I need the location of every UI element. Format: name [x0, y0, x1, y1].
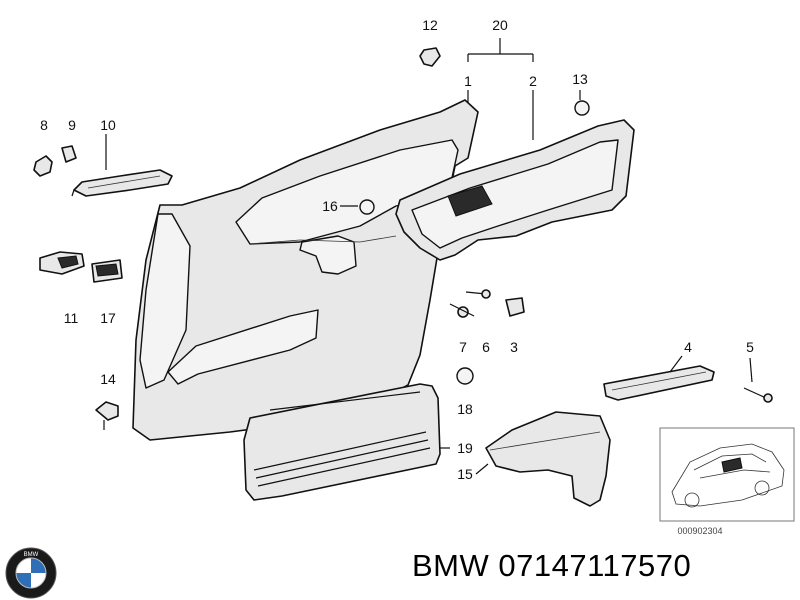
callout-8: 8: [40, 117, 48, 133]
callout-5: 5: [746, 339, 754, 355]
part-number: 07147117570: [498, 548, 692, 583]
callout-15: 15: [457, 466, 473, 482]
storage-compartment: [485, 411, 611, 507]
callout-20: 20: [492, 17, 508, 33]
car-location-inset: 000902304: [659, 427, 795, 536]
callout-14: 14: [100, 371, 116, 387]
callout-3: 3: [510, 339, 518, 355]
armrest-grab-handle: [395, 119, 635, 261]
callout-4: 4: [684, 339, 692, 355]
small-fittings: [33, 47, 773, 430]
callout-13: 13: [572, 71, 588, 87]
callout-17: 17: [100, 310, 116, 326]
part-title: BMW 07147117570: [412, 548, 691, 584]
callout-7: 7: [459, 339, 467, 355]
callout-16: 16: [322, 198, 338, 214]
callout-9: 9: [68, 117, 76, 133]
callout-6: 6: [482, 339, 490, 355]
callout-11: 11: [64, 310, 79, 326]
door-trim-panel: [132, 99, 479, 441]
bmw-logo-icon: BMW: [5, 547, 57, 599]
bracket: [71, 169, 173, 197]
leader-lines: [105, 38, 753, 475]
callout-1: 1: [464, 73, 472, 89]
callout-18: 18: [457, 401, 473, 417]
door-pocket: [243, 383, 441, 501]
callout-12: 12: [422, 17, 438, 33]
inset-reference-code: 000902304: [677, 526, 722, 536]
brand-make: BMW: [412, 548, 490, 583]
callout-19: 19: [457, 440, 473, 456]
pull-handle: [603, 365, 715, 401]
callout-10: 10: [100, 117, 116, 133]
callout-labels: 1 2 3 4 5 6 7 8 9 10 11 12 13 14 15 16 1…: [40, 17, 754, 482]
logo-text: BMW: [24, 552, 39, 558]
callout-2: 2: [529, 73, 537, 89]
